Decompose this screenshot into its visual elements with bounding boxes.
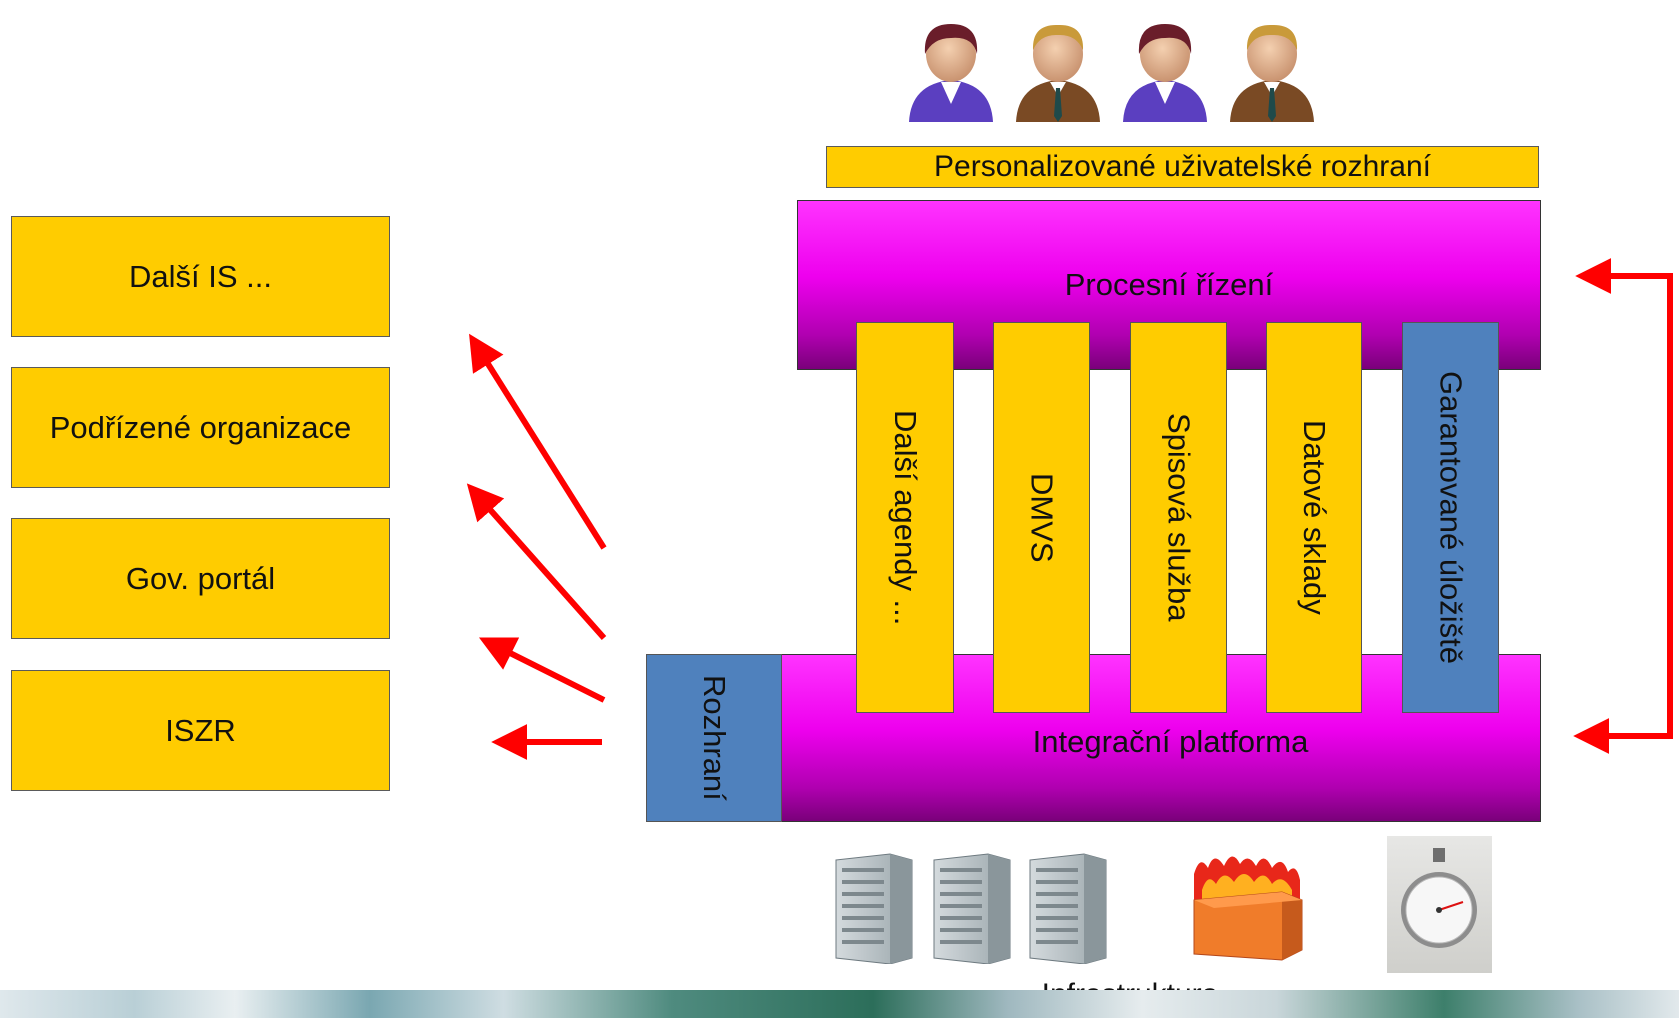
firewall-icon xyxy=(1193,856,1303,961)
integration-platform-layer: Integrační platforma xyxy=(646,654,1541,822)
personalized-ui-bar: Personalizované uživatelské rozhraní xyxy=(826,146,1539,188)
column-label: Datové sklady xyxy=(1297,420,1332,615)
footer-decorative-strip xyxy=(0,990,1679,1018)
server-icon xyxy=(835,853,913,964)
arrow-to-subordinate-organizations xyxy=(466,483,607,640)
arrow-to-gov-portal xyxy=(478,637,606,703)
column-other-agendas: Další agendy ... xyxy=(856,322,954,713)
column-label: DMVS xyxy=(1024,472,1060,563)
column-records-service: Spisová služba xyxy=(1130,322,1227,713)
column-label: Spisová služba xyxy=(1161,413,1197,622)
interface-label: Rozhraní xyxy=(697,675,732,801)
column-label: Další agendy ... xyxy=(888,409,923,626)
box-label: Gov. portál xyxy=(125,560,276,596)
box-subordinate-organizations: Podřízené organizace xyxy=(11,367,390,488)
integration-platform-label: Integrační platforma xyxy=(1032,724,1309,759)
column-guaranteed-storage: Garantované úložiště xyxy=(1402,322,1499,713)
user-female-icon xyxy=(909,24,993,122)
box-gov-portal: Gov. portál xyxy=(11,518,390,639)
interface-block: Rozhraní xyxy=(646,654,782,822)
column-data-warehouses: Datové sklady xyxy=(1266,322,1362,713)
box-other-is: Další IS ... xyxy=(11,216,390,337)
user-male-icon xyxy=(1230,24,1314,122)
column-label: Garantované úložiště xyxy=(1433,371,1469,664)
box-label: Další IS ... xyxy=(129,258,272,294)
box-label: Podřízené organizace xyxy=(49,409,352,445)
user-male-icon xyxy=(1016,24,1100,122)
stopwatch-icon xyxy=(1387,836,1492,973)
user-female-icon xyxy=(1123,24,1207,122)
arrow-loop-right xyxy=(1575,258,1673,739)
server-icon xyxy=(933,853,1011,964)
arrow-to-other-is xyxy=(469,333,607,550)
personalized-ui-label: Personalizované uživatelské rozhraní xyxy=(934,150,1431,183)
column-dmvs: DMVS xyxy=(993,322,1090,713)
server-icon xyxy=(1029,853,1107,964)
process-management-label: Procesní řízení xyxy=(1064,267,1274,302)
box-label: ISZR xyxy=(165,712,236,748)
box-iszr: ISZR xyxy=(11,670,390,791)
